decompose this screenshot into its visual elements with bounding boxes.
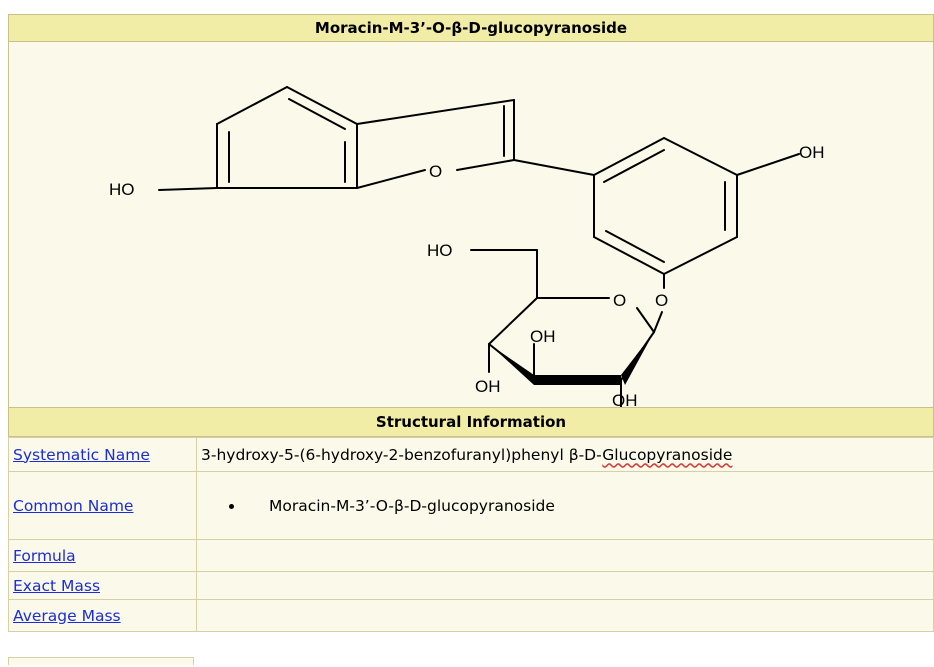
structural-information-heading: Structural Information	[8, 407, 934, 437]
average-mass-value	[196, 599, 934, 632]
atom-label-oh: OH	[475, 377, 501, 396]
chemical-structure-diagram: HO O OH HO O O OH OH OH	[109, 86, 825, 407]
structure-panel: HO O OH HO O O OH OH OH	[8, 42, 934, 407]
atom-label-oh: OH	[612, 391, 638, 407]
section-heading-text: Structural Information	[375, 413, 567, 431]
atom-label-o: O	[429, 162, 442, 181]
bond	[288, 98, 346, 130]
formula-link[interactable]: Formula	[13, 546, 76, 565]
systematic-name-text: 3-hydroxy-5-(6-hydroxy-2-benzofuranyl)ph…	[201, 445, 603, 464]
wedge-bond	[534, 375, 621, 385]
table-row: Average Mass	[8, 599, 934, 632]
bond	[593, 236, 665, 275]
bond	[158, 187, 218, 191]
bond	[356, 99, 515, 125]
common-name-label-cell: Common Name	[8, 471, 197, 540]
bond	[605, 230, 665, 263]
atom-label-o: O	[655, 291, 668, 310]
average-mass-label-cell: Average Mass	[8, 599, 197, 632]
bond	[663, 137, 738, 176]
common-name-value: Moracin-M-3’-O-β-D-glucopyranoside	[196, 471, 934, 540]
table-row: Formula	[8, 539, 934, 572]
list-item: Moracin-M-3’-O-β-D-glucopyranoside	[245, 497, 929, 515]
systematic-name-label-cell: Systematic Name	[8, 437, 197, 472]
table-row: Exact Mass	[8, 571, 934, 600]
exact-mass-value	[196, 571, 934, 600]
compound-card: Moracin-M-3’-O-β-D-glucopyranoside	[8, 14, 934, 632]
bond	[286, 86, 358, 125]
exact-mass-label-cell: Exact Mass	[8, 571, 197, 600]
bond	[603, 149, 665, 183]
wedge-bond	[489, 344, 534, 385]
bond	[216, 86, 288, 125]
formula-label-cell: Formula	[8, 539, 197, 572]
bond	[636, 307, 655, 333]
atom-label-o: O	[613, 291, 626, 310]
table-row: Systematic Name 3-hydroxy-5-(6-hydroxy-2…	[8, 437, 934, 472]
atom-label-oh: OH	[530, 327, 556, 346]
atom-label-ho: HO	[427, 241, 453, 260]
compound-title-text: Moracin-M-3’-O-β-D-glucopyranoside	[314, 19, 628, 37]
atom-label-oh: OH	[799, 143, 825, 162]
bond	[356, 169, 426, 189]
bond	[663, 236, 738, 275]
common-name-link[interactable]: Common Name	[13, 496, 134, 515]
bond	[593, 137, 665, 176]
structural-info-table: Systematic Name 3-hydroxy-5-(6-hydroxy-2…	[8, 437, 934, 632]
average-mass-link[interactable]: Average Mass	[13, 606, 121, 625]
spell-flagged-word: Glucopyranoside	[602, 445, 733, 464]
bond	[653, 311, 663, 333]
atom-label-ho: HO	[109, 180, 135, 199]
wedge-bond	[621, 332, 654, 385]
table-row: Common Name Moracin-M-3’-O-β-D-glucopyra…	[8, 471, 934, 540]
bond	[456, 159, 515, 171]
truncated-next-row	[8, 657, 194, 665]
systematic-name-link[interactable]: Systematic Name	[13, 445, 150, 464]
formula-value	[196, 539, 934, 572]
bond	[488, 297, 538, 345]
compound-title: Moracin-M-3’-O-β-D-glucopyranoside	[8, 14, 934, 42]
bond	[513, 159, 595, 176]
systematic-name-value: 3-hydroxy-5-(6-hydroxy-2-benzofuranyl)ph…	[196, 437, 934, 472]
exact-mass-link[interactable]: Exact Mass	[13, 576, 101, 595]
common-name-list: Moracin-M-3’-O-β-D-glucopyranoside	[201, 497, 929, 515]
bond	[736, 153, 800, 176]
